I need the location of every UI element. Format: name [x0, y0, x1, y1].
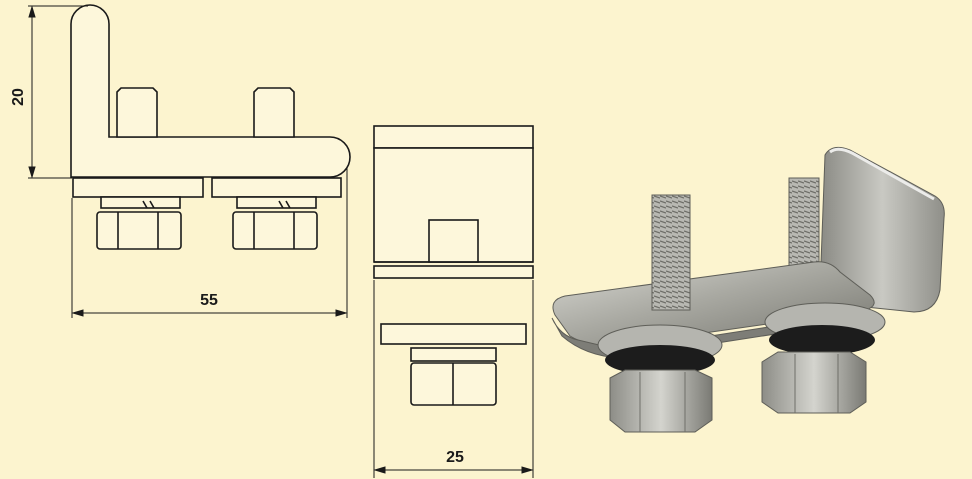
bracket-profile [70, 4, 351, 178]
side-view [70, 4, 351, 250]
dimension-length-label: 55 [200, 292, 218, 309]
bolt-left [116, 87, 158, 138]
photo-nut-left [609, 369, 713, 433]
dimension-width [373, 280, 534, 478]
dimension-length [71, 168, 348, 318]
nut-left [96, 211, 182, 250]
dimension-height [28, 5, 88, 179]
end-washer [410, 347, 497, 362]
nut-right [232, 211, 318, 250]
photo-stud-left [651, 194, 691, 311]
photo-nut-right [761, 351, 867, 414]
plate-right [211, 177, 342, 198]
plate-left [72, 177, 204, 198]
washer-right [236, 196, 317, 209]
end-plate [380, 323, 527, 345]
end-view [373, 125, 534, 406]
dimension-height-label: 20 [10, 88, 27, 106]
end-leg [373, 125, 534, 149]
dimension-width-label: 25 [446, 449, 464, 466]
bracket-photo [551, 146, 945, 433]
bolt-right [253, 87, 295, 138]
washer-left [100, 196, 181, 209]
end-bolt [428, 219, 479, 263]
end-base [373, 265, 534, 279]
